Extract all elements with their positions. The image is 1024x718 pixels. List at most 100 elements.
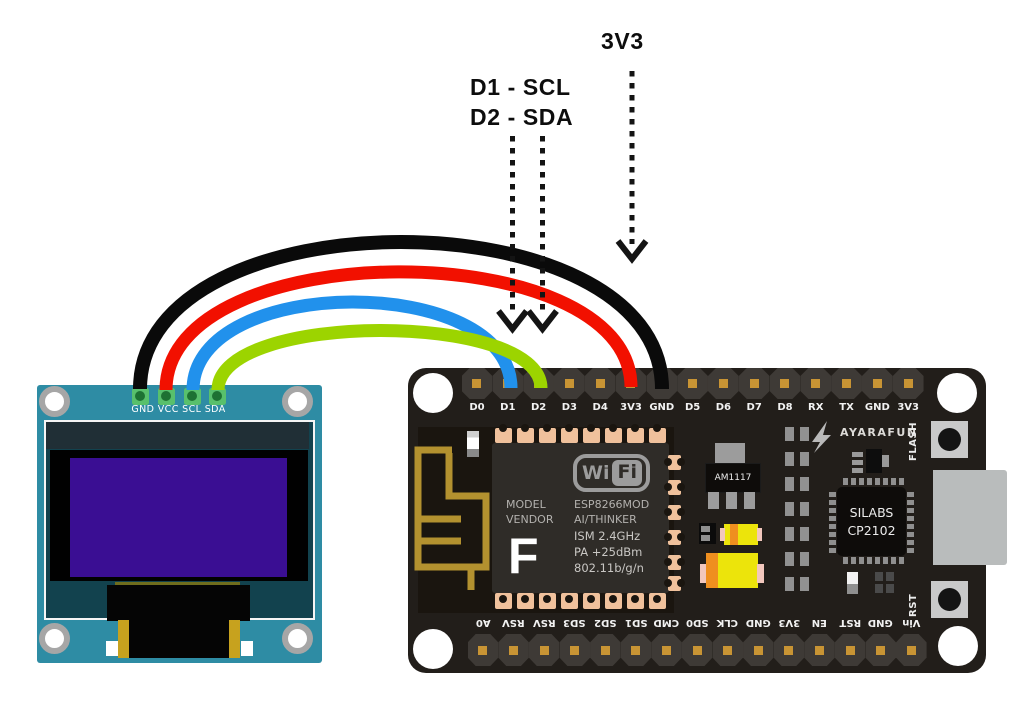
model-value: ESP8266MOD bbox=[574, 498, 650, 511]
regulator-leg bbox=[744, 492, 755, 509]
pin-label-d4: D4 bbox=[592, 402, 608, 413]
regulator-tab bbox=[715, 443, 745, 463]
oled-pad-gnd bbox=[131, 387, 149, 405]
pin-header bbox=[651, 634, 682, 666]
chip-pin bbox=[883, 557, 888, 564]
pin-header bbox=[461, 368, 493, 399]
oled-screen bbox=[70, 458, 287, 577]
pin-label-d3: D3 bbox=[561, 402, 578, 413]
pin-header bbox=[769, 368, 801, 399]
via bbox=[785, 577, 794, 591]
oled-pin-row-label: GND VCC SCL SDA bbox=[131, 404, 226, 415]
chip-pin bbox=[899, 557, 904, 564]
pin-header bbox=[738, 368, 770, 399]
oled-screen-top-strip bbox=[46, 422, 309, 449]
pin-header bbox=[553, 368, 585, 399]
chip-pin bbox=[829, 532, 836, 537]
chip-pin bbox=[907, 500, 914, 505]
pin-label-3v3: 3V3 bbox=[897, 402, 919, 413]
chip-pin bbox=[883, 478, 888, 485]
esp-pad-right bbox=[664, 479, 685, 495]
arrow-d2 bbox=[526, 136, 559, 334]
pin-contact bbox=[872, 379, 882, 388]
pin-contact bbox=[539, 645, 549, 655]
pin-label-d0: D0 bbox=[469, 402, 485, 413]
oled-pad-hole bbox=[212, 391, 222, 401]
esp-pad-bottom bbox=[648, 593, 666, 609]
chip-pin bbox=[891, 557, 896, 564]
smd-pad bbox=[875, 584, 883, 593]
chip-name-line2: CP2102 bbox=[847, 523, 896, 538]
regulator-leg bbox=[726, 492, 737, 509]
pin-header bbox=[677, 368, 708, 399]
oled-connector-edge bbox=[115, 582, 240, 586]
pin-contact bbox=[815, 645, 825, 655]
pin-contact bbox=[780, 379, 790, 388]
pin-contact bbox=[753, 645, 763, 655]
flash-button bbox=[931, 421, 968, 458]
chip-pin bbox=[829, 492, 836, 497]
oled-pad-sda bbox=[208, 387, 226, 405]
chip-pin bbox=[907, 508, 914, 513]
pin-label-gnd: GND bbox=[649, 402, 675, 413]
oled-module: GND VCC SCL SDA bbox=[37, 385, 322, 663]
pin-contact bbox=[564, 379, 574, 388]
via bbox=[785, 552, 794, 566]
smd-pad bbox=[886, 584, 894, 593]
pin-contact bbox=[903, 379, 913, 388]
oled-connector-lower bbox=[118, 620, 240, 658]
spec-line-3: 802.11b/g/n bbox=[574, 561, 644, 575]
oled-pad-hole bbox=[187, 391, 197, 401]
model-label: MODEL bbox=[506, 498, 546, 511]
pin-header bbox=[620, 634, 652, 666]
mounting-hole bbox=[937, 373, 977, 413]
esp-pad-top bbox=[626, 424, 644, 443]
esp-pad-right bbox=[664, 504, 685, 520]
pin-contact bbox=[876, 645, 886, 655]
chip-pin bbox=[875, 478, 880, 485]
esp-pad-top bbox=[538, 424, 556, 443]
mounting-hole bbox=[413, 373, 453, 413]
annotation-d2-sda: D2 - SDA bbox=[470, 104, 574, 130]
wire-gnd bbox=[133, 235, 669, 390]
pin-label-d7: D7 bbox=[746, 402, 762, 413]
chip-pin bbox=[851, 557, 856, 564]
pin-header bbox=[896, 634, 927, 666]
oled-connector-gold-tab bbox=[118, 620, 129, 658]
brand-label: AYARAFUN bbox=[840, 426, 918, 439]
capacitor bbox=[700, 553, 764, 588]
via bbox=[800, 477, 809, 491]
pin-header bbox=[707, 368, 739, 399]
chip-pin bbox=[829, 500, 836, 505]
usb-uart-chip: SILABS CP2102 bbox=[825, 474, 915, 564]
via bbox=[800, 527, 809, 541]
oled-pad-hole bbox=[161, 391, 171, 401]
annotation-d1-scl: D1 - SCL bbox=[470, 74, 571, 100]
pin-contact bbox=[723, 645, 733, 655]
pin-header bbox=[865, 634, 896, 666]
pin-header bbox=[498, 634, 529, 666]
oled-connector-notch bbox=[241, 641, 253, 656]
fcc-logo: F bbox=[508, 528, 539, 584]
via bbox=[785, 502, 794, 516]
esp-pad-top bbox=[516, 424, 534, 443]
esp-pad-top bbox=[582, 424, 600, 443]
pin-label-d2: D2 bbox=[530, 402, 547, 413]
pin-contact bbox=[749, 379, 759, 388]
oled-connector-upper bbox=[107, 585, 250, 621]
via bbox=[800, 502, 809, 516]
chip-pin bbox=[907, 524, 914, 529]
via bbox=[800, 577, 809, 591]
pin-label-d1: D1 bbox=[500, 402, 516, 413]
smd-pad bbox=[875, 572, 883, 581]
chip-pin bbox=[875, 557, 880, 564]
chip-pin bbox=[829, 548, 836, 553]
esp-pad-right bbox=[664, 529, 685, 545]
esp-pad-right bbox=[664, 554, 685, 570]
bottom-header-row bbox=[467, 634, 927, 666]
esp-pad-bottom bbox=[604, 593, 622, 609]
esp-pad-right bbox=[664, 575, 685, 591]
